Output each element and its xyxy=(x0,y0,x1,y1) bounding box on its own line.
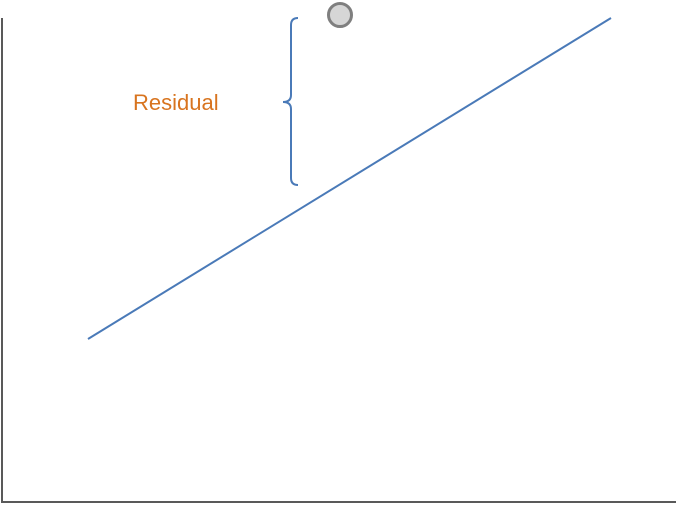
residual-label: Residual xyxy=(133,90,219,115)
regression-line xyxy=(87,17,612,340)
data-point xyxy=(327,2,353,28)
residual-bracket xyxy=(282,17,299,186)
